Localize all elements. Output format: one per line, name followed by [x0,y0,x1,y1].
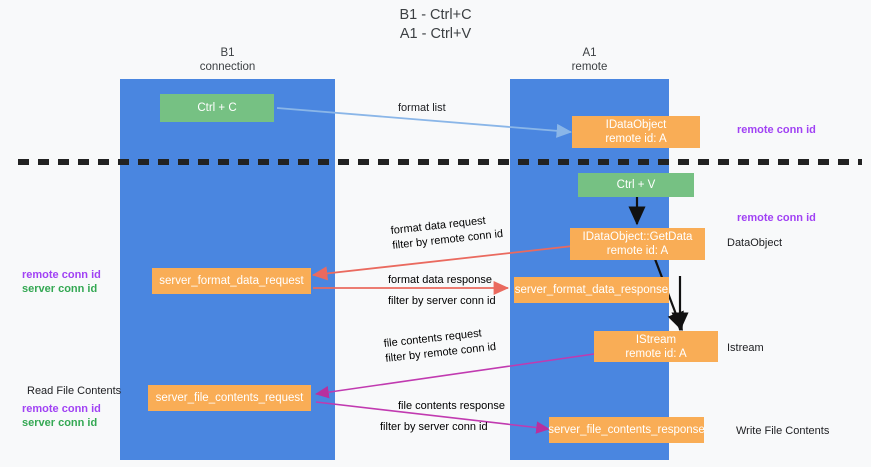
annotation-left-bottom-remote-conn-id: remote conn id [22,403,101,415]
edge-label-format-data-response-text: format data response [388,274,492,286]
annotation-left-server-conn-id: server conn id [22,283,98,295]
annotation-left-bottom-server-conn-id: server conn id [22,417,98,429]
node-ctrl-v[interactable]: Ctrl + V [578,173,694,197]
node-idataobject[interactable]: IDataObject remote id: A [572,116,700,148]
edge-label-file-contents-response-filter-prefix: filter by [380,421,419,433]
edge-label-format-list: format list [398,102,446,114]
annotation-istream: Istream [727,342,764,354]
node-server-file-contents-request[interactable]: server_file_contents_request [148,385,311,411]
column-header-a1: A1 remote [571,47,608,73]
column-header-b1: B1 connection [199,47,256,73]
edge-label-file-contents-request: file contents request filter by remote c… [383,325,497,367]
node-ctrl-c[interactable]: Ctrl + C [160,94,274,122]
edge-label-file-contents-response-text: file contents response [398,400,506,412]
annotation-read-file-contents: Read File Contents [27,385,122,397]
node-idataobject-getdata[interactable]: IDataObject::GetData remote id: A [570,228,705,260]
annotation-dataobject: DataObject [727,237,783,249]
annotation-left-remote-conn-id: remote conn id [22,269,101,281]
annotation-remote-conn-id-mid: remote conn id [737,212,816,224]
annotation-remote-conn-id-top: remote conn id [737,124,816,136]
node-server-format-data-response[interactable]: server_format_data_response [514,277,669,303]
annotation-write-file-contents: Write File Contents [736,425,830,437]
edge-label-format-data-response-filter-prefix: filter by [388,295,427,307]
node-server-format-data-request[interactable]: server_format_data_request [152,268,311,294]
node-istream[interactable]: IStream remote id: A [594,331,718,362]
edge-label-format-data-response-filter-value: server conn id [426,295,496,307]
edge-label-format-data-request: format data request filter by remote con… [390,212,504,254]
edge-label-format-data-response: format data response filter by server co… [388,273,496,309]
diagram-title: B1 - Ctrl+C A1 - Ctrl+V [399,7,472,42]
edge-label-format-data-request-filter-prefix: filter by [391,235,432,252]
edge-label-file-contents-response-filter-value: server conn id [418,421,488,433]
edge-label-file-contents-response: file contents response filter by server … [380,399,505,435]
edge-label-file-contents-request-filter-prefix: filter by [384,348,425,365]
node-server-file-contents-response[interactable]: server_file_contents_response [548,417,705,443]
